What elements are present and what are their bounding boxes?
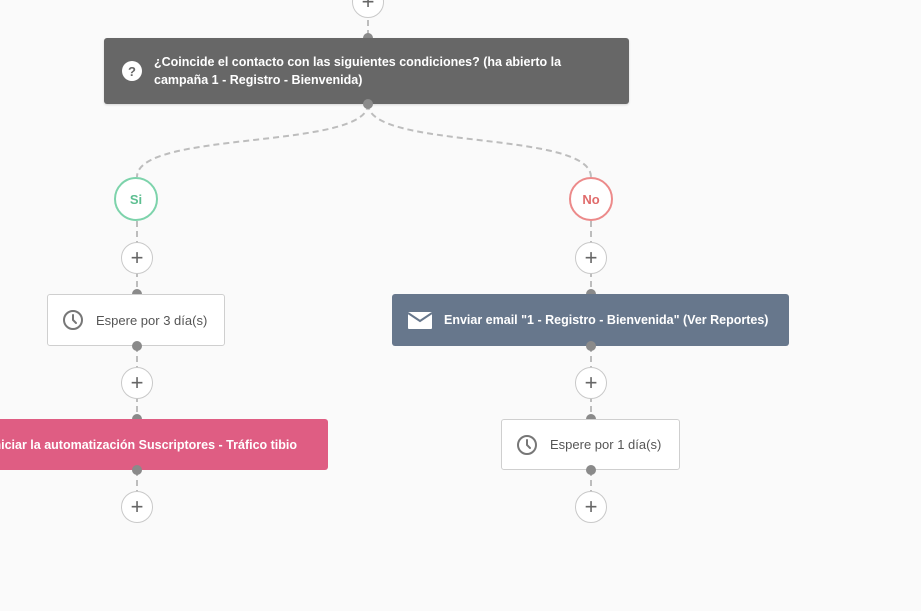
add-step-button[interactable]: + — [121, 242, 153, 274]
question-icon: ? — [122, 61, 142, 81]
envelope-icon — [408, 311, 432, 329]
connector-dot — [132, 465, 142, 475]
add-step-button[interactable]: + — [575, 242, 607, 274]
add-step-button[interactable]: + — [121, 491, 153, 523]
automation-label: Iniciar la automatización Suscriptores -… — [0, 437, 298, 452]
clock-icon — [63, 310, 83, 330]
wait-node-1-day[interactable]: Espere por 1 día(s) — [501, 419, 680, 470]
add-step-button[interactable]: + — [575, 367, 607, 399]
connector-dot — [586, 341, 596, 351]
wait-node-3-days[interactable]: Espere por 3 día(s) — [47, 294, 225, 346]
connector-dot — [586, 465, 596, 475]
connector-dot — [363, 99, 373, 109]
add-step-button[interactable]: + — [575, 491, 607, 523]
start-automation-node[interactable]: Iniciar la automatización Suscriptores -… — [0, 419, 328, 470]
add-step-button[interactable]: + — [121, 367, 153, 399]
add-step-button[interactable]: + — [352, 0, 384, 18]
email-label: Enviar email "1 - Registro - Bienvenida"… — [444, 313, 769, 327]
send-email-node[interactable]: Enviar email "1 - Registro - Bienvenida"… — [392, 294, 789, 346]
yes-branch-label: Si — [114, 177, 158, 221]
clock-icon — [517, 434, 537, 455]
condition-text: ¿Coincide el contacto con las siguientes… — [154, 55, 562, 87]
wait-label: Espere por 1 día(s) — [550, 437, 662, 452]
no-branch-label: No — [569, 177, 613, 221]
wait-label: Espere por 3 día(s) — [96, 312, 208, 328]
condition-node[interactable]: ? ¿Coincide el contacto con las siguient… — [104, 38, 629, 104]
connector-dot — [132, 341, 142, 351]
